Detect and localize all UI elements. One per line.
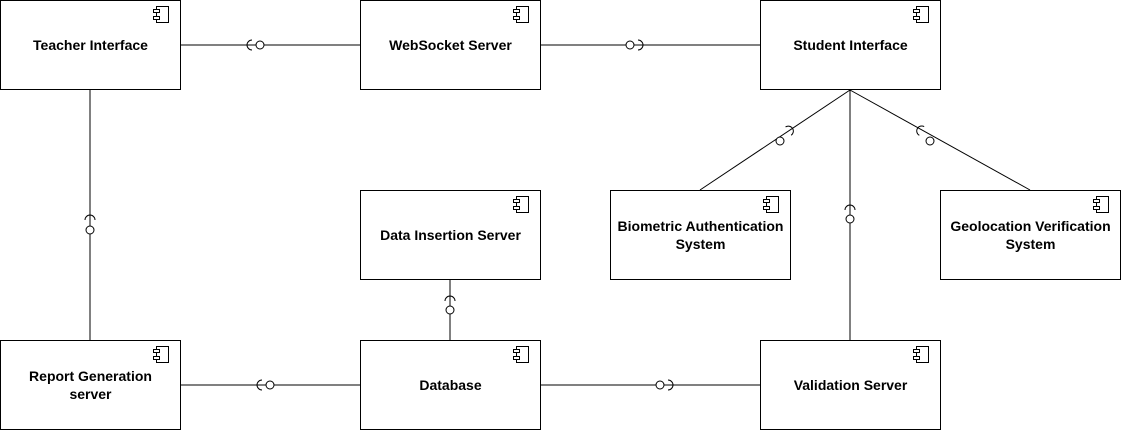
component-box bbox=[940, 190, 1121, 280]
component-box bbox=[360, 340, 541, 430]
component-label: Teacher Interface bbox=[33, 37, 148, 53]
required-interface-socket bbox=[916, 125, 925, 136]
required-interface-socket bbox=[256, 379, 263, 391]
component-student[interactable]: Student Interface bbox=[760, 0, 941, 90]
component-datainsert[interactable]: Data Insertion Server bbox=[360, 190, 541, 280]
provided-interface-lollipop bbox=[255, 40, 265, 50]
component-label: Data Insertion Server bbox=[380, 227, 521, 243]
required-interface-socket bbox=[785, 125, 794, 136]
component-label: Biometric Authentication bbox=[618, 218, 784, 234]
component-icon bbox=[513, 196, 529, 213]
provided-interface-lollipop bbox=[625, 40, 635, 50]
component-websocket[interactable]: WebSocket Server bbox=[360, 0, 541, 90]
component-label: WebSocket Server bbox=[389, 37, 512, 53]
component-report[interactable]: Report Generation server bbox=[0, 340, 181, 430]
conn-student-geolocation bbox=[849, 89, 1031, 191]
conn-student-validation bbox=[844, 90, 856, 340]
component-icon bbox=[513, 346, 529, 363]
component-icon bbox=[153, 346, 169, 363]
component-label: System bbox=[676, 236, 726, 252]
component-validation[interactable]: Validation Server bbox=[760, 340, 941, 430]
component-icon bbox=[153, 6, 169, 23]
component-icon bbox=[1093, 196, 1109, 213]
component-label: Geolocation Verification bbox=[950, 218, 1110, 234]
component-teacher[interactable]: Teacher Interface bbox=[0, 0, 181, 90]
required-interface-socket bbox=[84, 214, 96, 221]
component-icon bbox=[913, 346, 929, 363]
component-label: Student Interface bbox=[793, 37, 908, 53]
conn-datainsert-database bbox=[444, 280, 456, 340]
component-box bbox=[360, 0, 541, 90]
component-box bbox=[760, 0, 941, 90]
provided-interface-lollipop bbox=[775, 136, 785, 146]
required-interface-socket bbox=[444, 295, 456, 302]
component-box bbox=[610, 190, 791, 280]
conn-student-biometric bbox=[699, 89, 851, 191]
component-box bbox=[760, 340, 941, 430]
component-label: Validation Server bbox=[794, 377, 908, 393]
component-label: System bbox=[1006, 236, 1056, 252]
required-interface-socket bbox=[246, 39, 253, 51]
conn-teacher-report bbox=[84, 90, 96, 340]
conn-websocket-student bbox=[540, 39, 760, 51]
conn-report-database bbox=[180, 379, 360, 391]
component-icon bbox=[513, 6, 529, 23]
provided-interface-lollipop bbox=[85, 225, 95, 235]
required-interface-socket bbox=[844, 204, 856, 211]
component-icon bbox=[913, 6, 929, 23]
component-label: Report Generation bbox=[29, 368, 152, 384]
component-label: server bbox=[69, 386, 112, 402]
required-interface-socket bbox=[667, 379, 674, 391]
component-box bbox=[0, 0, 181, 90]
provided-interface-lollipop bbox=[445, 305, 455, 315]
component-box bbox=[0, 340, 181, 430]
connector-line bbox=[699, 89, 851, 191]
component-database[interactable]: Database bbox=[360, 340, 541, 430]
provided-interface-lollipop bbox=[925, 136, 935, 146]
conn-database-validation bbox=[540, 379, 760, 391]
provided-interface-lollipop bbox=[845, 214, 855, 224]
component-icon bbox=[763, 196, 779, 213]
provided-interface-lollipop bbox=[655, 380, 665, 390]
connector-line bbox=[849, 89, 1031, 191]
provided-interface-lollipop bbox=[265, 380, 275, 390]
component-box bbox=[360, 190, 541, 280]
conn-teacher-websocket bbox=[180, 39, 360, 51]
required-interface-socket bbox=[637, 39, 644, 51]
component-label: Database bbox=[419, 377, 481, 393]
